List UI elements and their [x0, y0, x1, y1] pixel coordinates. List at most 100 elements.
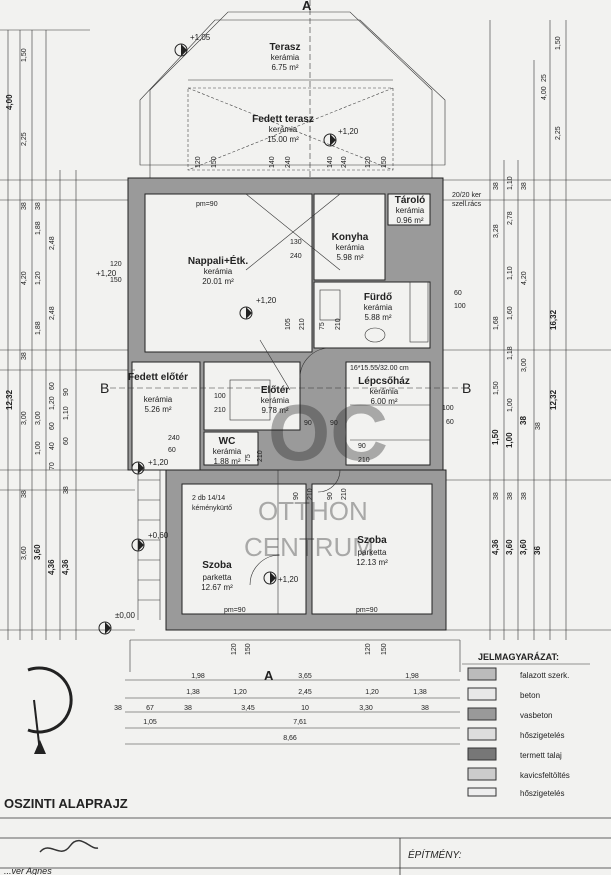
svg-text:150: 150: [110, 277, 122, 284]
level-markers: [98, 43, 337, 635]
svg-text:6.00 m²: 6.00 m²: [370, 397, 397, 406]
room-wc: WC kerámia 1.88 m²: [213, 436, 242, 466]
legend-swatch-vasbeton: [467, 707, 497, 721]
legend-title: JELMAGYARÁZAT:: [478, 652, 559, 662]
svg-text:kerámia: kerámia: [144, 395, 173, 404]
svg-text:70: 70: [49, 462, 56, 470]
svg-text:140: 140: [327, 156, 334, 168]
plan-title: OSZINTI ALAPRAJZ: [4, 796, 128, 811]
svg-text:38: 38: [35, 202, 42, 210]
room-furdo: Fürdő kerámia 5.88 m²: [364, 292, 393, 322]
svg-text:Szoba: Szoba: [202, 560, 232, 571]
svg-text:pm=90: pm=90: [356, 607, 378, 614]
svg-text:38: 38: [63, 486, 70, 494]
svg-text:kerámia: kerámia: [336, 243, 365, 252]
svg-text:1,20: 1,20: [365, 689, 379, 696]
dimension-lines: [0, 20, 611, 745]
svg-text:38: 38: [114, 705, 122, 712]
svg-text:2,78: 2,78: [507, 211, 514, 225]
svg-text:1,50: 1,50: [491, 429, 500, 445]
svg-text:kéménykürtő: kéménykürtő: [192, 505, 232, 512]
svg-text:OTTHON: OTTHON: [258, 496, 368, 526]
svg-text:75: 75: [245, 454, 252, 462]
svg-text:25: 25: [541, 74, 548, 82]
svg-text:38: 38: [521, 182, 528, 190]
signer-name: ...ver Agnes: [4, 866, 52, 875]
svg-text:5.98 m²: 5.98 m²: [336, 253, 363, 262]
svg-text:38: 38: [535, 422, 542, 430]
svg-text:Tároló: Tároló: [395, 195, 426, 206]
svg-text:3,60: 3,60: [505, 539, 514, 555]
svg-text:2,25: 2,25: [21, 132, 28, 146]
svg-text:2 db 14/14: 2 db 14/14: [192, 495, 225, 502]
watermark: OC OTTHON CENTRUM: [244, 388, 388, 562]
title-block: OSZINTI ALAPRAJZ ÉPÍTMÉNY: ...ver Agnes: [0, 796, 611, 875]
svg-text:1,18: 1,18: [507, 346, 514, 360]
svg-text:38: 38: [21, 352, 28, 360]
svg-text:3,45: 3,45: [241, 705, 255, 712]
room-lepcsohaz: Lépcsőház kerámia 6.00 m²: [358, 376, 410, 406]
legend-swatch-kavics: [467, 767, 497, 781]
svg-text:140: 140: [269, 156, 276, 168]
room-fedett-terasz: Fedett terasz kerámia 15.00 m²: [252, 114, 314, 144]
svg-text:38: 38: [21, 202, 28, 210]
legend-swatch-hoszigeteles: [467, 727, 497, 741]
svg-text:130: 130: [290, 239, 302, 246]
svg-text:210: 210: [358, 457, 370, 464]
svg-text:240: 240: [290, 253, 302, 260]
svg-text:CENTRUM: CENTRUM: [244, 532, 374, 562]
svg-text:+1,20: +1,20: [148, 458, 169, 467]
svg-text:120: 120: [365, 156, 372, 168]
svg-text:210: 210: [257, 450, 264, 462]
north-arrow-icon: [27, 666, 73, 754]
svg-text:1,00: 1,00: [505, 432, 514, 448]
svg-text:4,20: 4,20: [21, 271, 28, 285]
svg-text:1,38: 1,38: [413, 689, 427, 696]
svg-text:12.67 m²: 12.67 m²: [201, 583, 233, 592]
svg-text:kerámia: kerámia: [261, 396, 290, 405]
svg-text:3,28: 3,28: [493, 224, 500, 238]
svg-text:1,38: 1,38: [186, 689, 200, 696]
svg-text:Fürdő: Fürdő: [364, 292, 392, 303]
svg-text:Szoba: Szoba: [357, 535, 387, 546]
svg-text:5.26 m²: 5.26 m²: [144, 405, 171, 414]
svg-text:105: 105: [285, 318, 292, 330]
svg-text:38: 38: [519, 416, 528, 425]
svg-text:210: 210: [307, 488, 314, 500]
svg-text:15.00 m²: 15.00 m²: [267, 135, 299, 144]
room-terasz: Terasz kerámia 6.75 m²: [270, 42, 301, 72]
svg-text:210: 210: [299, 318, 306, 330]
svg-text:150: 150: [245, 643, 252, 655]
room-szoba-1: Szoba parketta 12.67 m²: [201, 560, 233, 592]
room-nappali: Nappali+Étk. kerámia 20.01 m²: [188, 254, 249, 286]
svg-text:parketta: parketta: [203, 573, 232, 582]
svg-text:±0,00: ±0,00: [115, 611, 136, 620]
bottom-dimensions: 1,98 3,65 1,98 1,38 1,20 2,45 1,20 1,38 …: [114, 673, 429, 742]
svg-text:20.01 m²: 20.01 m²: [202, 277, 234, 286]
svg-text:240: 240: [341, 156, 348, 168]
misc-annotations: 2 db 14/14 kéménykürtő 16*15.55/32.00 cm…: [192, 192, 482, 614]
svg-text:0.96 m²: 0.96 m²: [396, 216, 423, 225]
legend-swatch-hoszigeteles-2: [467, 787, 497, 797]
svg-text:8,66: 8,66: [283, 735, 297, 742]
svg-text:3,00: 3,00: [21, 411, 28, 425]
svg-text:3,00: 3,00: [35, 411, 42, 425]
svg-text:3,30: 3,30: [359, 705, 373, 712]
svg-text:Előtér: Előtér: [261, 385, 289, 396]
svg-text:Nappali+Étk.: Nappali+Étk.: [188, 254, 249, 267]
svg-text:120: 120: [365, 643, 372, 655]
svg-text:3,65: 3,65: [298, 673, 312, 680]
svg-text:1,60: 1,60: [507, 306, 514, 320]
svg-text:4,36: 4,36: [61, 559, 70, 575]
svg-text:5.88 m²: 5.88 m²: [364, 313, 391, 322]
svg-text:kerámia: kerámia: [204, 267, 233, 276]
svg-text:1,00: 1,00: [35, 441, 42, 455]
svg-text:100: 100: [214, 393, 226, 400]
svg-text:1,05: 1,05: [143, 719, 157, 726]
svg-text:1,98: 1,98: [405, 673, 419, 680]
svg-text:kerámia: kerámia: [213, 447, 242, 456]
left-dimensions: 4,00 12,32 1,50 2,25 38 4,20 38 3,00 38 …: [5, 48, 70, 575]
svg-text:60: 60: [63, 437, 70, 445]
door-marks: 120 150 140 240 140 240 120 150 120 150 …: [110, 156, 466, 655]
